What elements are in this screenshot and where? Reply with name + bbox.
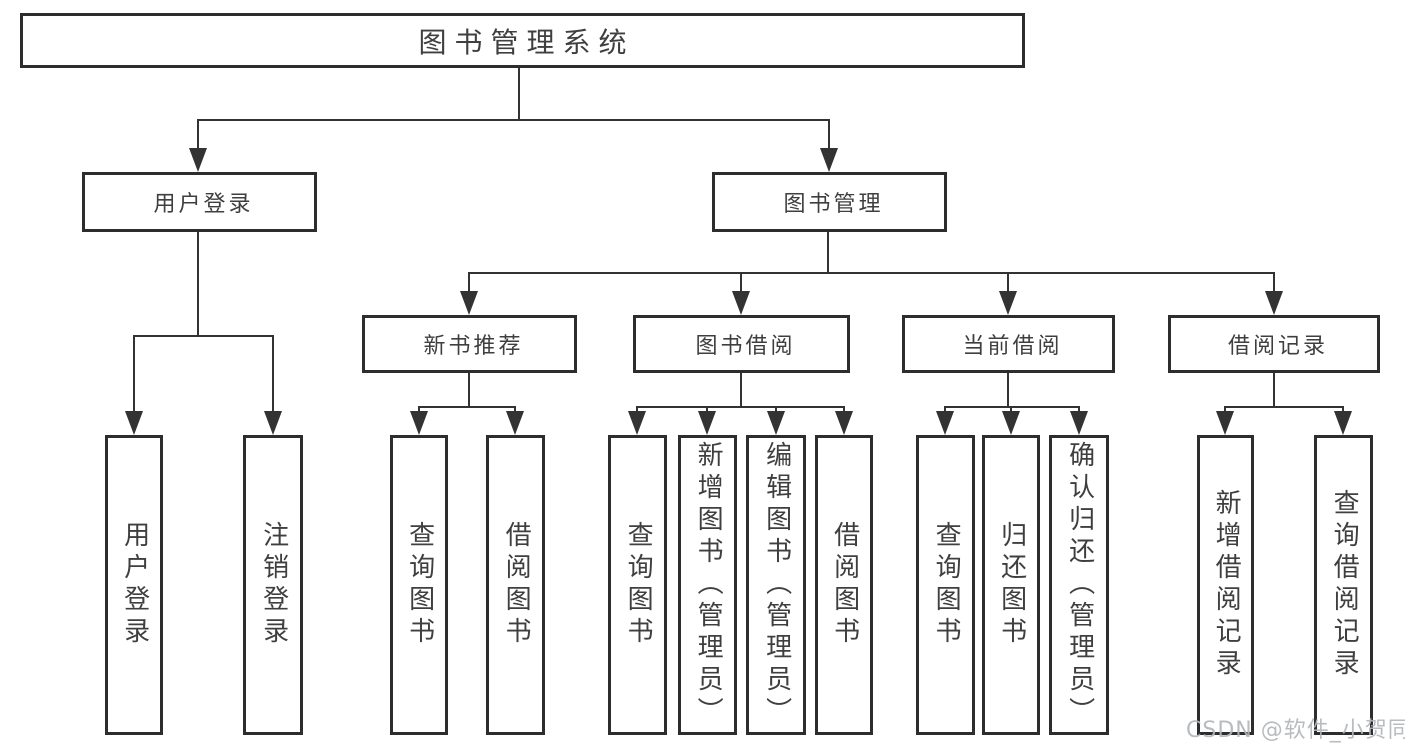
connector-trunk-borrow-records xyxy=(1273,373,1275,406)
connector-stem xyxy=(843,406,845,414)
connector-rail-borrow-records xyxy=(1224,406,1344,408)
arrowhead-down-icon xyxy=(835,411,853,435)
leaf-return-books: 归还图书 xyxy=(982,435,1040,735)
arrowhead-down-icon xyxy=(1002,411,1020,435)
connector-trunk-new-book-recommend xyxy=(468,373,470,406)
arrowhead-down-icon xyxy=(189,148,207,172)
node-current-borrow: 当前借阅 xyxy=(902,315,1115,373)
leaf-edit-books-admin-label: 编辑图书（管理员） xyxy=(761,441,792,729)
leaf-borrow-books-2-label: 借阅图书 xyxy=(829,521,860,649)
arrowhead-down-icon xyxy=(936,411,954,435)
arrowhead-down-icon xyxy=(732,291,750,315)
connector-stem xyxy=(468,272,470,293)
leaf-return-books-label: 归还图书 xyxy=(996,521,1027,649)
connector-stem xyxy=(133,335,135,413)
connector-rail-root xyxy=(197,119,830,121)
connector-trunk-current-borrow xyxy=(1007,373,1009,406)
leaf-add-books-admin: 新增图书（管理员） xyxy=(678,435,737,735)
arrowhead-down-icon xyxy=(1070,411,1088,435)
arrowhead-down-icon xyxy=(999,291,1017,315)
leaf-add-borrow-record-label: 新增借阅记录 xyxy=(1211,489,1242,681)
leaf-query-books-2-label: 查询图书 xyxy=(623,521,654,649)
node-borrow-records-label: 借阅记录 xyxy=(1227,334,1328,359)
arrowhead-down-icon xyxy=(767,411,785,435)
node-user-login-label: 用户登录 xyxy=(153,192,254,217)
leaf-borrow-books-2: 借阅图书 xyxy=(815,435,873,735)
node-book-borrow: 图书借阅 xyxy=(633,315,850,373)
connector-stem xyxy=(740,272,742,293)
connector-rail-user-login xyxy=(133,335,274,337)
connector-stem xyxy=(1342,406,1344,414)
csdn-watermark: CSDN @软件_小贺同学 xyxy=(1186,718,1405,743)
connector-stem xyxy=(1224,406,1226,414)
leaf-borrow-books-1: 借阅图书 xyxy=(486,435,545,735)
leaf-user-login: 用户登录 xyxy=(105,435,163,735)
connector-trunk-root xyxy=(518,68,520,119)
connector-stem xyxy=(636,406,638,414)
connector-stem xyxy=(1273,272,1275,293)
node-book-management-label: 图书管理 xyxy=(783,192,884,217)
connector-rail-book-management xyxy=(468,272,1275,274)
connector-stem xyxy=(775,406,777,414)
connector-stem xyxy=(944,406,946,414)
connector-stem xyxy=(1007,272,1009,293)
node-root-label: 图书管理系统 xyxy=(418,25,635,59)
leaf-user-login-label: 用户登录 xyxy=(119,521,150,649)
leaf-logout: 注销登录 xyxy=(243,435,303,735)
node-book-management: 图书管理 xyxy=(712,172,947,232)
leaf-confirm-return-admin: 确认归还（管理员） xyxy=(1049,435,1109,735)
leaf-confirm-return-admin-label: 确认归还（管理员） xyxy=(1064,441,1095,729)
arrowhead-down-icon xyxy=(410,411,428,435)
connector-stem xyxy=(706,406,708,414)
leaf-add-books-admin-label: 新增图书（管理员） xyxy=(693,441,724,729)
arrowhead-down-icon xyxy=(125,411,143,435)
connector-stem xyxy=(828,119,830,150)
leaf-edit-books-admin: 编辑图书（管理员） xyxy=(746,435,806,735)
arrowhead-down-icon xyxy=(698,411,716,435)
leaf-query-borrow-record-label: 查询借阅记录 xyxy=(1329,489,1360,681)
leaf-logout-label: 注销登录 xyxy=(258,521,289,649)
arrowhead-down-icon xyxy=(1265,291,1283,315)
leaf-add-borrow-record: 新增借阅记录 xyxy=(1197,435,1254,735)
node-user-login: 用户登录 xyxy=(82,172,317,232)
connector-stem xyxy=(418,406,420,414)
arrowhead-down-icon xyxy=(1216,411,1234,435)
connector-trunk-book-borrow xyxy=(740,373,742,406)
node-current-borrow-label: 当前借阅 xyxy=(962,334,1063,359)
connector-trunk-user-login xyxy=(197,232,199,335)
node-root: 图书管理系统 xyxy=(20,13,1025,68)
connector-stem xyxy=(514,406,516,414)
node-book-borrow-label: 图书借阅 xyxy=(695,334,796,359)
connector-rail-book-borrow xyxy=(636,406,845,408)
arrowhead-down-icon xyxy=(460,291,478,315)
arrowhead-down-icon xyxy=(1334,411,1352,435)
leaf-query-books-3: 查询图书 xyxy=(916,435,975,735)
leaf-query-books-2: 查询图书 xyxy=(608,435,667,735)
leaf-query-books-3-label: 查询图书 xyxy=(931,521,962,649)
node-new-book-recommend-label: 新书推荐 xyxy=(423,334,524,359)
leaf-borrow-books-1-label: 借阅图书 xyxy=(501,521,532,649)
leaf-query-books-1: 查询图书 xyxy=(390,435,448,735)
leaf-query-books-1-label: 查询图书 xyxy=(404,521,435,649)
node-borrow-records: 借阅记录 xyxy=(1168,315,1380,373)
leaf-query-borrow-record: 查询借阅记录 xyxy=(1314,435,1373,735)
connector-rail-current-borrow xyxy=(944,406,1080,408)
connector-trunk-book-management xyxy=(827,232,829,272)
connector-rail-new-book-recommend xyxy=(418,406,516,408)
arrowhead-down-icon xyxy=(628,411,646,435)
arrowhead-down-icon xyxy=(264,411,282,435)
connector-stem xyxy=(1078,406,1080,414)
arrowhead-down-icon xyxy=(820,148,838,172)
connector-stem xyxy=(272,335,274,413)
connector-stem xyxy=(1010,406,1012,414)
connector-stem xyxy=(197,119,199,150)
arrowhead-down-icon xyxy=(506,411,524,435)
node-new-book-recommend: 新书推荐 xyxy=(362,315,577,373)
